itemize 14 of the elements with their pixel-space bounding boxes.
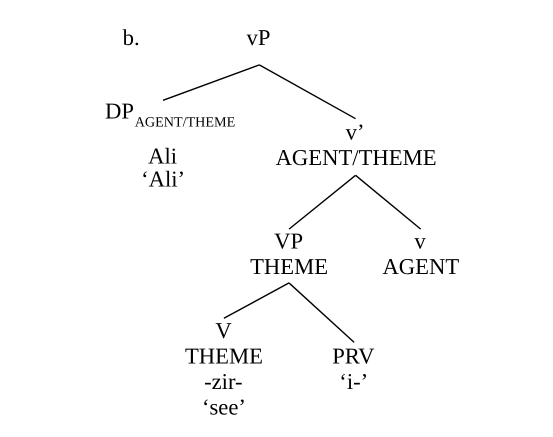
connector [223,282,289,319]
node-text: V THEME -zir- ‘see’ [184,318,262,420]
node-text: vP [246,24,270,50]
label: b. [122,24,140,50]
node-text: v AGENT [382,228,459,280]
connector [354,174,421,230]
node-text: v’ AGENT/THEME [275,120,436,170]
connector [288,174,356,230]
node-text: DP$_{AGENT/THEME}$ Ali ‘Ali’ [104,98,235,192]
node-text: PRV ‘i-’ [332,343,374,394]
node-text: VP THEME [250,228,328,280]
connector [258,64,356,120]
connector [288,282,354,343]
connector [162,64,260,101]
